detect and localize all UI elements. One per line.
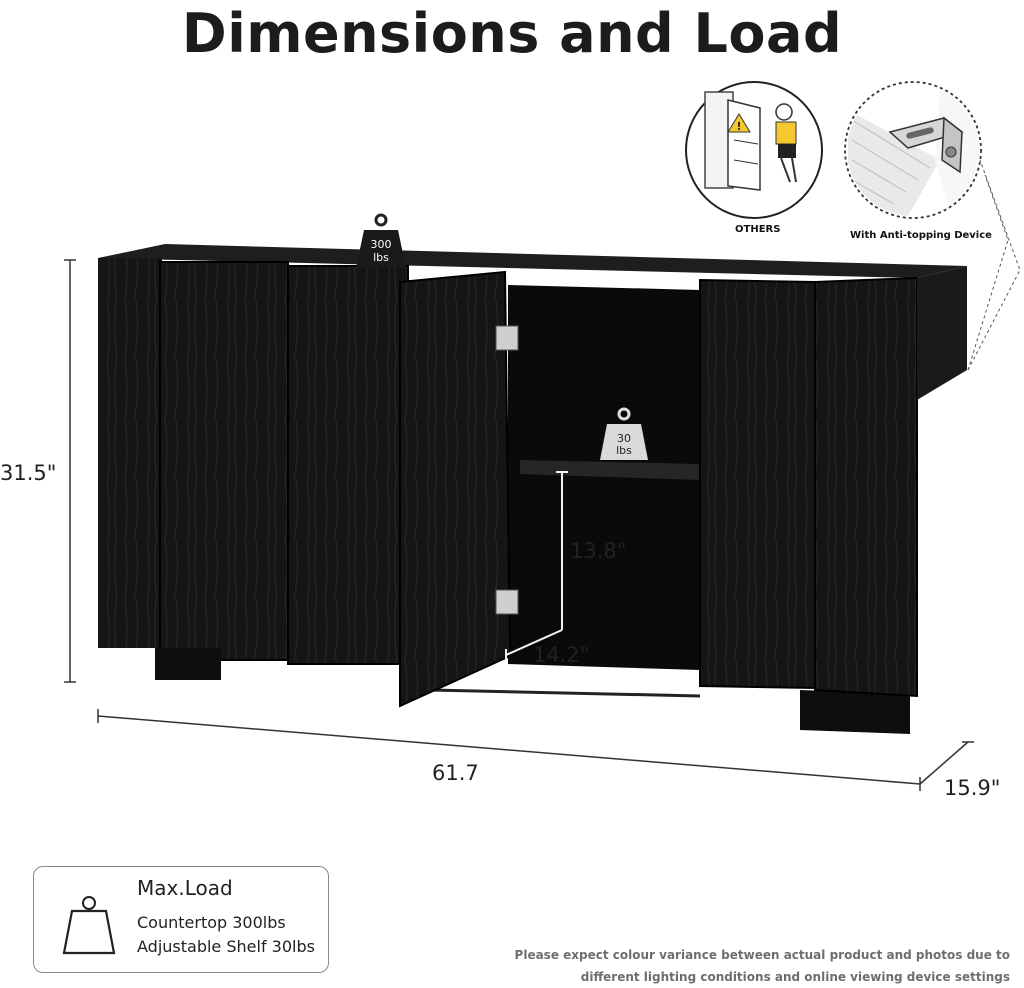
cabinet-base-right	[800, 690, 910, 734]
interior-dimension-lines	[505, 471, 568, 661]
countertop-load: Countertop 300lbs	[137, 913, 286, 932]
door-hinge-top	[495, 325, 519, 351]
door-hinge-bottom	[495, 589, 519, 615]
cabinet-interior	[508, 285, 700, 670]
anti-tip-bracket-icon	[888, 116, 964, 174]
top-weight-unit: lbs	[373, 251, 389, 264]
note-line-1: Please expect colour variance between ac…	[514, 948, 1010, 962]
max-load-box: Max.Load Countertop 300lbs Adjustable Sh…	[33, 866, 329, 973]
shelf-weight-unit: lbs	[616, 444, 632, 457]
height-label: 31.5"	[0, 461, 56, 485]
cabinet-top	[98, 244, 967, 278]
shelf-height-label: 13.8"	[570, 539, 626, 563]
warning-icon: !	[727, 113, 751, 133]
anti-tip-callout	[844, 81, 982, 219]
max-load-title: Max.Load	[137, 876, 233, 900]
depth-label: 15.9"	[944, 776, 1000, 800]
callout-leader-line	[967, 159, 1021, 371]
cabinet-open-door	[399, 270, 512, 708]
cabinet-bottom-edge	[429, 688, 701, 698]
note-line-2: different lighting conditions and online…	[580, 970, 1010, 984]
cabinet-right-front	[814, 276, 918, 698]
top-weight-value: 300	[371, 238, 392, 251]
shelf-load: Adjustable Shelf 30lbs	[137, 937, 315, 956]
cabinet-base-left	[155, 648, 221, 680]
shelf-depth-label: 14.2"	[533, 643, 589, 667]
page-title: Dimensions and Load	[181, 2, 843, 65]
device-caption: With Anti-topping Device	[850, 230, 992, 241]
weight-icon	[600, 407, 648, 460]
colour-variance-note: Please expect colour variance between ac…	[515, 944, 1010, 988]
others-caption: OTHERS	[735, 224, 781, 235]
cabinet-left-door-3	[287, 265, 409, 665]
cabinet-shelf	[520, 460, 700, 480]
callout-leader-line-2	[967, 174, 1009, 371]
svg-text:!: !	[736, 120, 741, 133]
cabinet-left-door-1	[98, 258, 162, 648]
shelf-weight-value: 30	[617, 432, 631, 445]
dimension-lines	[64, 259, 974, 791]
tipping-callout: !	[685, 81, 823, 219]
cabinet-right-side	[917, 266, 967, 400]
cabinet-left-door-2	[159, 261, 289, 661]
weight-icon	[356, 213, 406, 268]
cabinet-right-door	[699, 278, 816, 690]
width-label: 61.7	[432, 761, 479, 785]
weight-icon	[62, 896, 116, 955]
